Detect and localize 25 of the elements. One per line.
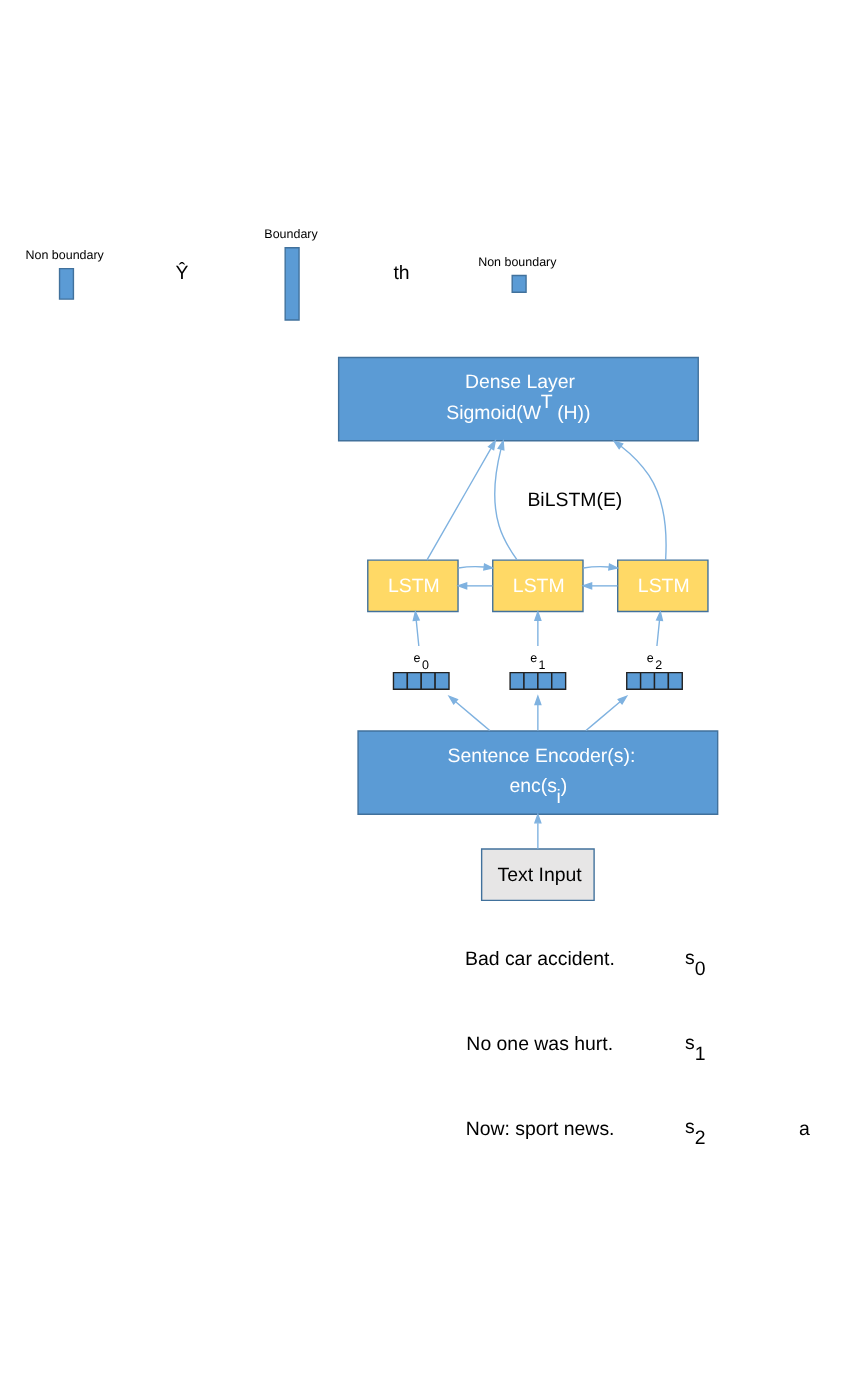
arrow — [581, 581, 619, 590]
node-box: LSTM — [492, 559, 584, 613]
label: No one was hurt. — [466, 1033, 614, 1056]
node-box: LSTM — [617, 559, 709, 613]
label: Now: sport news. — [465, 1118, 615, 1141]
arrow — [585, 694, 629, 732]
arrow — [534, 609, 542, 647]
arrow — [534, 812, 542, 850]
node-box: LSTM — [367, 559, 459, 613]
arrow — [582, 563, 620, 571]
label: BiLSTM(E) — [527, 489, 623, 512]
label: Bad car accident. — [464, 949, 615, 972]
arrow — [457, 563, 495, 571]
arrow — [456, 581, 494, 590]
arrow — [655, 609, 664, 647]
label: th — [393, 263, 410, 286]
arrow — [412, 609, 421, 647]
arrow — [494, 439, 518, 561]
arrow — [447, 694, 491, 732]
arrow — [426, 439, 497, 561]
label: a — [798, 1118, 810, 1141]
arrow — [612, 439, 667, 561]
arrow — [534, 694, 542, 732]
node-box: Text Input — [480, 848, 595, 902]
label: Ŷ — [175, 263, 189, 286]
